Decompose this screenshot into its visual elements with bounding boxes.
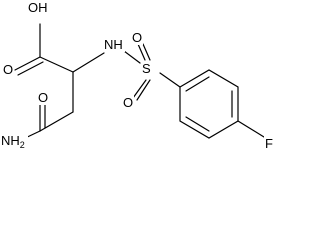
bond-s-o-bottom-b <box>136 79 151 101</box>
bond-lines <box>14 23 265 141</box>
atom-label-sulfonyl-o-bottom: O <box>123 95 133 110</box>
bond-s-o-top-a <box>137 43 146 61</box>
atom-label-fluorine: F <box>265 136 273 151</box>
bond-s-o-bottom-a <box>132 79 147 99</box>
ring-inner-bond-top <box>185 76 210 92</box>
atom-label-carboxyl-oh: OH <box>28 0 48 15</box>
atom-label-amine-nh: NH <box>104 37 123 52</box>
atom-label-sulfur: S <box>142 61 151 76</box>
bond-carboxyl-c-o-double-b <box>17 61 44 76</box>
benzene-ring <box>179 69 239 139</box>
bond-carboxyl-c-o-double-a <box>14 56 41 71</box>
atom-label-sulfonyl-o-top: O <box>132 30 142 45</box>
bond-s-o-top-b <box>142 43 151 61</box>
atom-label-carboxyl-o: O <box>3 62 13 77</box>
bond-alpha-nh <box>72 52 105 73</box>
chemical-structure-diagram: OH O NH S O O O NH2 F <box>1 0 273 151</box>
bond-nh-s <box>123 50 141 64</box>
atom-label-amide-nh2: NH2 <box>1 133 25 150</box>
bond-s-ring <box>159 72 181 88</box>
atom-labels: OH O NH S O O O NH2 F <box>1 0 273 151</box>
bond-ring-f <box>237 120 265 138</box>
ring-inner-bond-bottom <box>185 116 210 132</box>
atom-label-amide-o: O <box>38 90 48 105</box>
bond-carboxyl-c-alpha <box>39 56 74 73</box>
